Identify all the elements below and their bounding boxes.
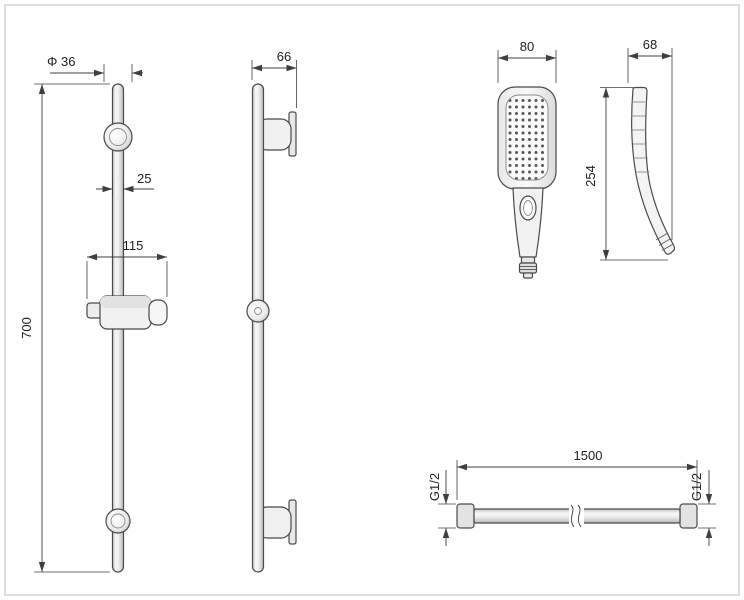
dim-text-head-depth: 68 [643,37,657,52]
slider-knob-center [254,307,262,315]
rail-front-view [86,83,168,573]
dim-text-handshower-length: 254 [583,165,598,187]
hose-dimensions: 1500 G1/2 G1/2 [427,448,716,546]
connector-seam [658,238,671,246]
handle-neck [520,256,536,264]
rail-bar-side [251,83,265,573]
dim-text-head-width: 80 [520,39,534,54]
drawing-border [4,4,740,596]
handshower-front-dimensions: 80 [497,39,557,83]
top-wall-flange [103,122,133,152]
spray-face-nozzles [505,94,549,181]
handshower-side-dimensions: 68 254 [583,37,673,261]
hose-fitting-left [456,503,475,529]
hose-fitting-right [679,503,698,529]
mode-button [519,195,537,221]
hose-break-line [577,504,582,528]
dim-text-thread-left: G1/2 [427,473,442,501]
bottom-wall-flange [105,508,131,534]
inlet-tip [522,272,534,279]
connector-seam [655,233,668,241]
dim-text-holder-width: 115 [123,238,144,253]
handshower-side-view [631,86,676,255]
slider-knob-side [246,299,270,323]
dim-text-rail-depth: 66 [277,49,291,64]
hose-nut [518,262,538,274]
handshower-side-profile [631,86,676,255]
rail-side-view [246,83,297,573]
dim-text-thread-right: G1/2 [689,473,704,501]
hose-break-line [570,504,575,528]
dim-text-rail-length: 700 [19,317,34,339]
rail-side-dimensions: 66 [251,49,297,108]
hose-break-gap [569,505,584,527]
bottom-wall-flange-inner [110,513,126,529]
top-wall-flange-inner [109,128,127,146]
rail-front-dimensions: 700 Φ 36 25 115 [19,54,168,573]
connector-seam [661,244,673,251]
mode-button-inner [523,200,533,216]
handshower-front-view [497,86,557,279]
hose-view [456,503,698,529]
dim-text-flange-diameter: Φ 36 [47,54,75,69]
dim-text-hose-length: 1500 [574,448,603,463]
slider-body-band [100,296,151,308]
handset-cradle [148,299,168,326]
dim-text-bar-diameter: 25 [137,171,151,186]
